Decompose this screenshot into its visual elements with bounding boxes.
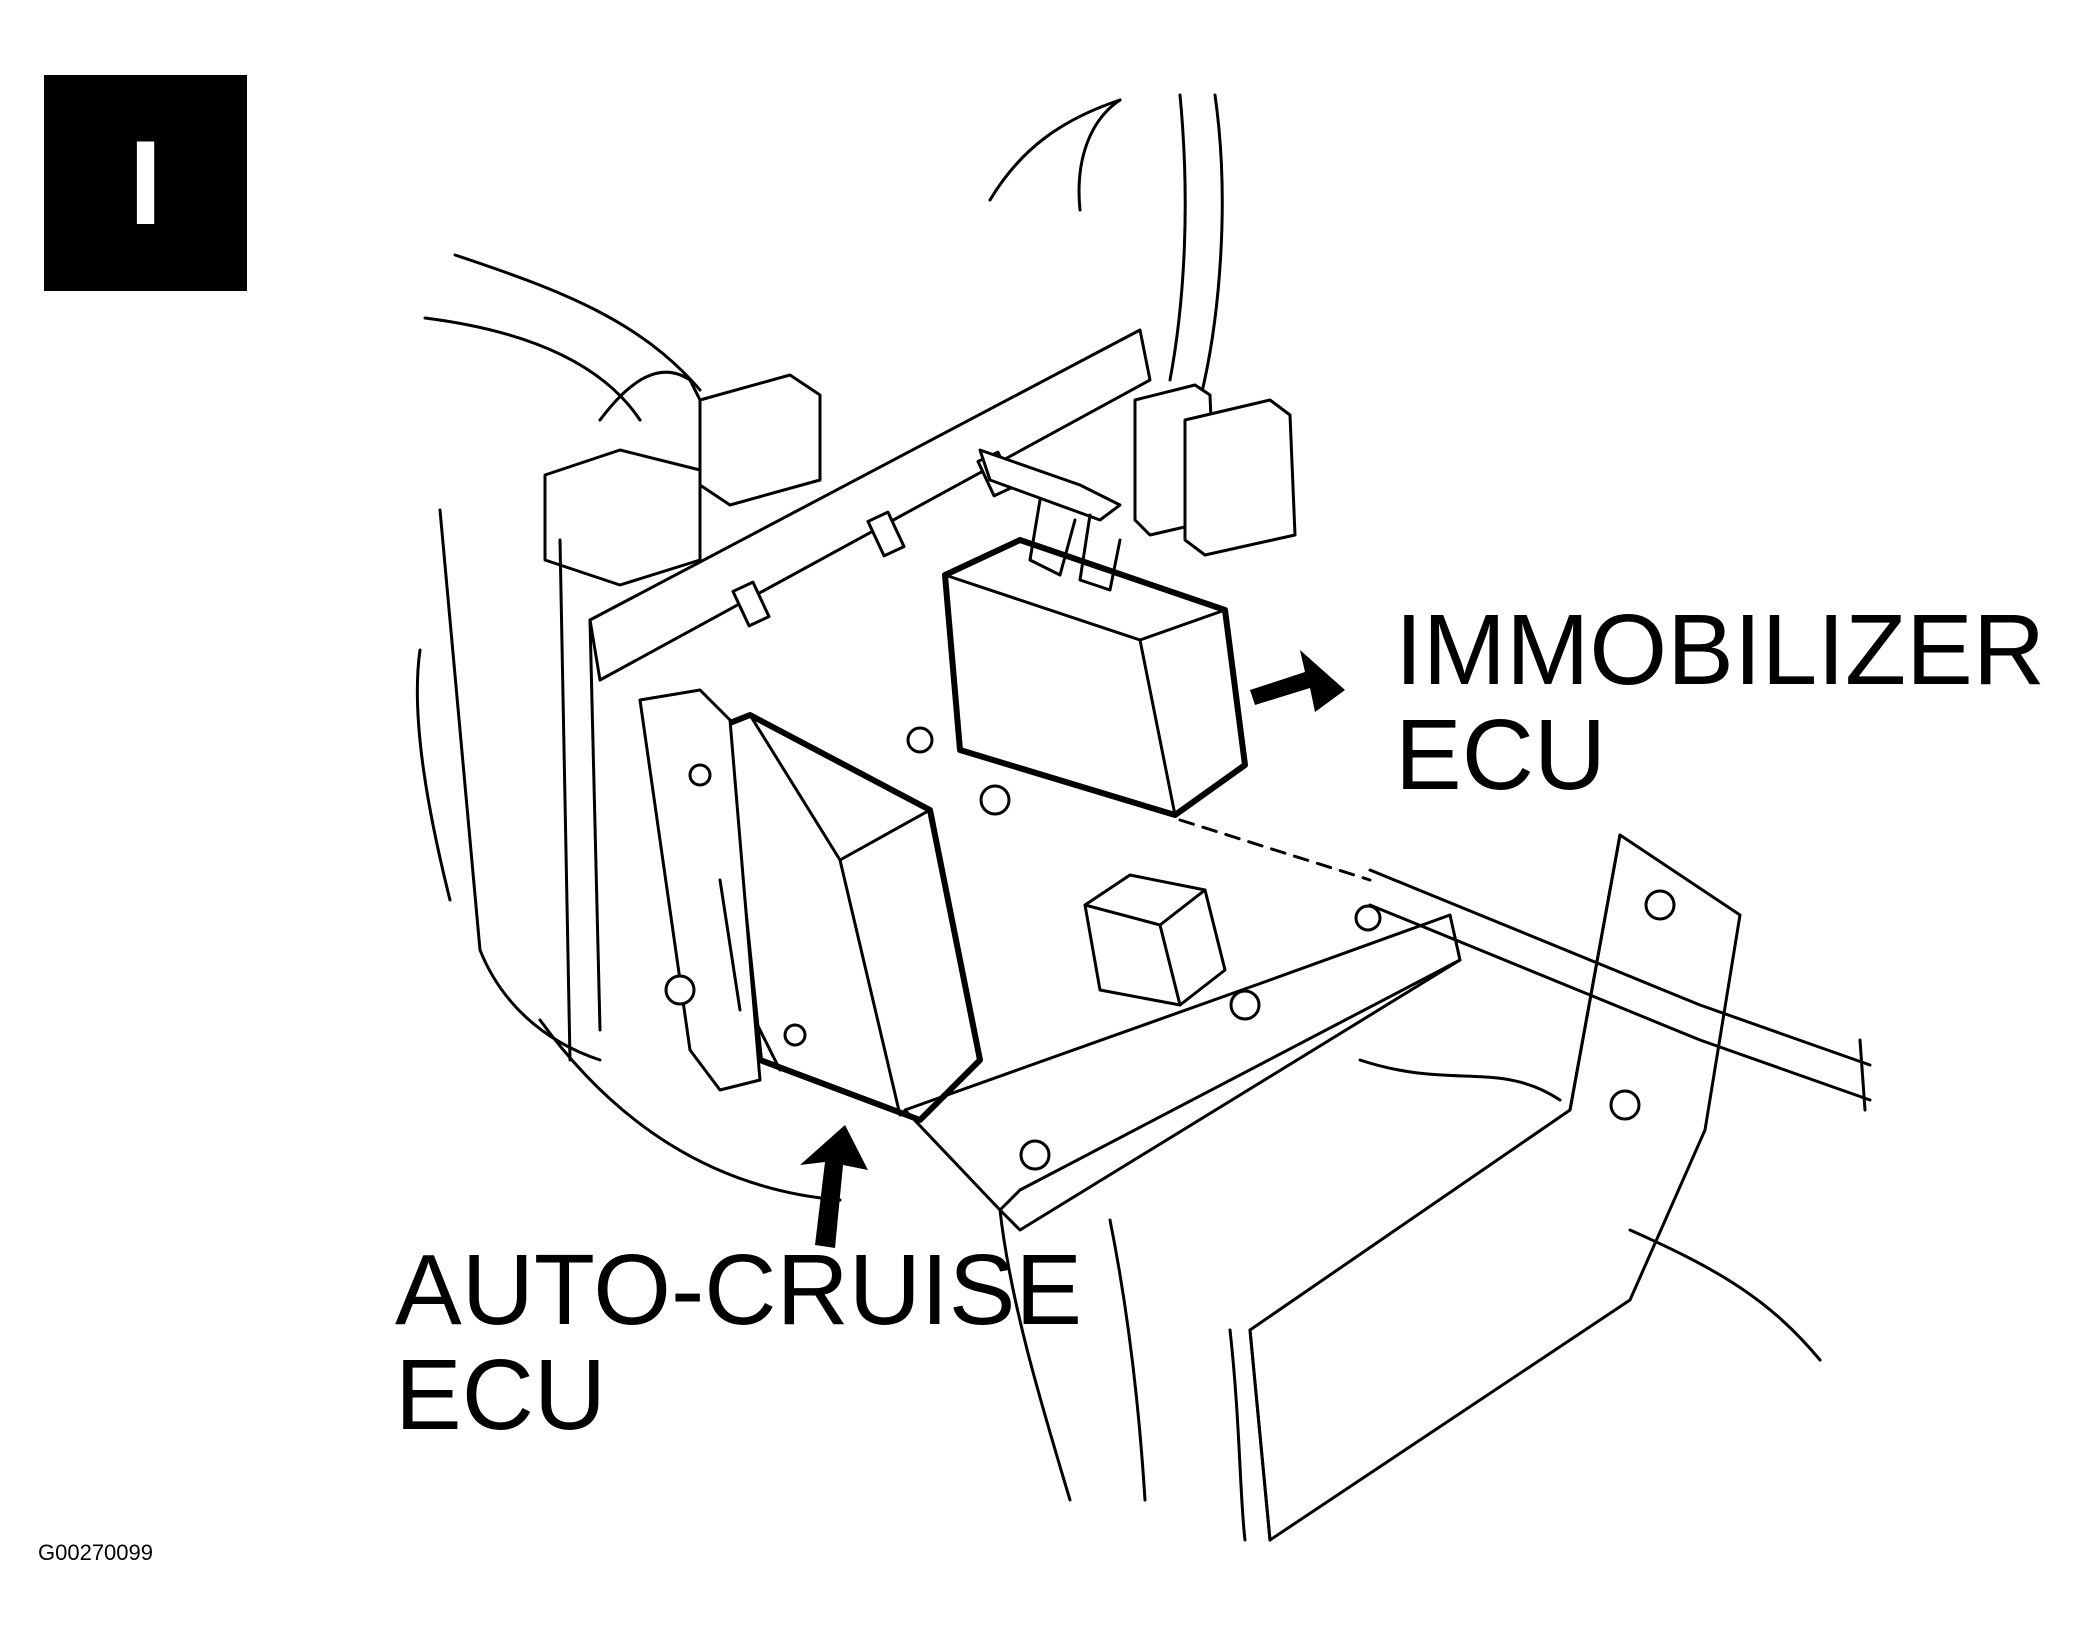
side-panel-edge [1568,833,1622,1112]
bolt [688,763,712,787]
frame-edge [415,648,452,902]
cable [1368,903,1872,1102]
ecu-clip-leg [1078,513,1122,592]
mounting-tab [638,688,762,1092]
bolt [1354,904,1382,932]
contour-line [998,1208,1072,1502]
cable-end [1858,1038,1867,1112]
immobilizer-ecu-label-line1: IMMOBILIZER [1395,594,2046,706]
cable-dash [1178,818,1372,882]
bolt [1609,1089,1641,1121]
bolt [783,1023,807,1047]
cable [1368,868,1872,1067]
figure-id: G00270099 [38,1540,153,1565]
bolt [664,974,696,1006]
immobilizer-ecu-label-line2: ECU [1395,699,1607,811]
auto-cruise-ecu-edge [838,858,902,1117]
auto-cruise-ecu-label-line2: ECU [395,1339,607,1451]
frame-edge [588,618,602,1032]
bolt [1019,1139,1051,1171]
harness-line [453,253,702,392]
bolt [906,726,934,754]
bracket-slot [866,510,906,558]
contour-line [1108,1218,1147,1502]
arrow-icon [800,1125,868,1248]
connector [698,373,822,507]
relay-edge [1158,923,1182,1007]
relay [1083,873,1227,1007]
mounting-bracket [588,328,1152,682]
bolt [1644,889,1676,921]
auto-cruise-ecu-label-line1: AUTO-CRUISE [395,1234,1083,1346]
side-panel [1248,833,1742,1542]
harness-line [1168,93,1187,382]
bolt [979,784,1011,816]
harness-line [1198,93,1224,402]
frame-edge [558,538,572,1062]
immobilizer-ecu [943,538,1247,817]
connector [1183,398,1297,557]
arrow-icon [1250,650,1345,712]
connector-detail [598,370,702,422]
ecu-clip [978,448,1122,522]
harness-line [988,98,1122,202]
connector [543,448,702,587]
harness-line [1077,98,1122,212]
lower-tray-edge [998,958,1462,1232]
harness-line [423,316,642,422]
ecu-clip-leg [1028,498,1077,577]
side-panel-edge [1248,1328,1272,1542]
bracket-slot [731,580,771,628]
contour-line [1358,1058,1562,1102]
immobilizer-ecu-outline [942,537,1248,818]
bolt [1229,989,1261,1021]
contour-line [1228,1328,1247,1542]
panel-letter: I [44,75,247,291]
contour-line [1628,1228,1822,1362]
contour-line [538,1018,842,1202]
tab-slot [718,878,742,1012]
frame-edge [438,508,602,1062]
immobilizer-ecu-edge [1138,638,1177,817]
